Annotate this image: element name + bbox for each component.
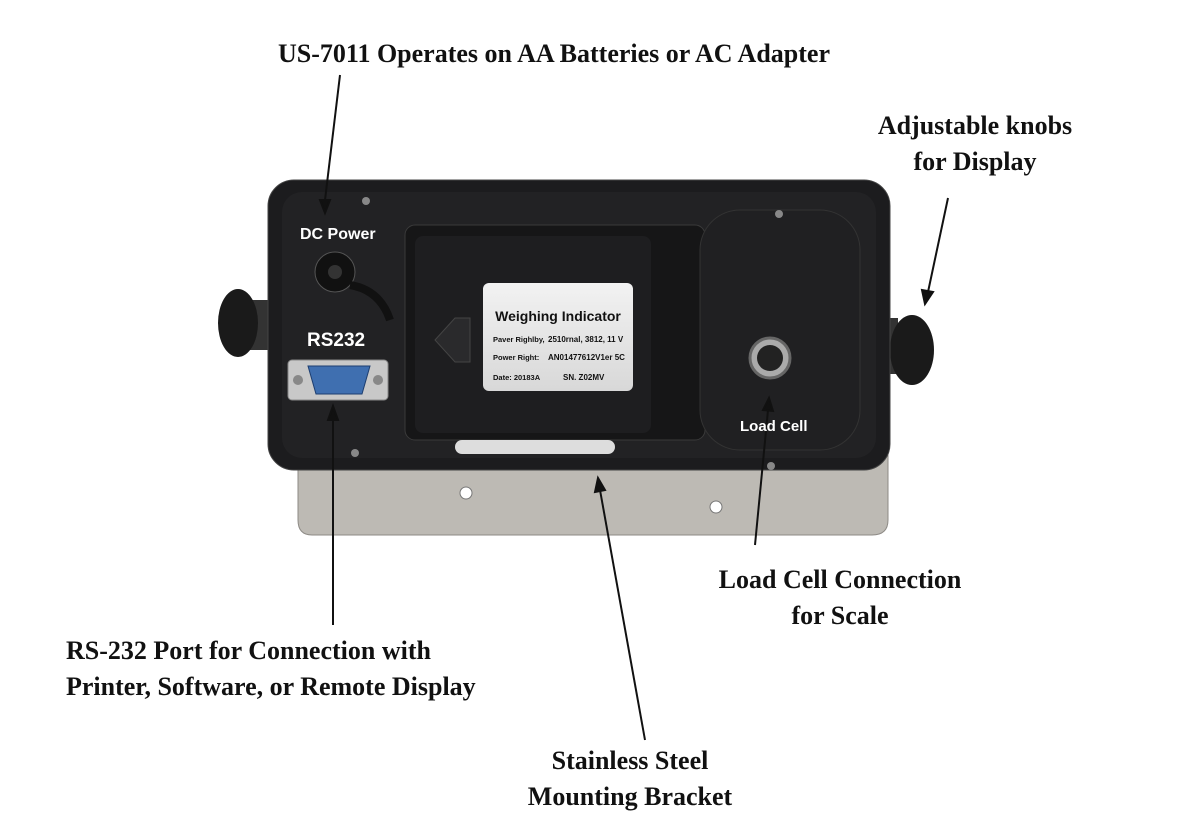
plate-row3-val: SN. Z02MV (563, 373, 605, 382)
rs232-callout-line2: Printer, Software, or Remote Display (66, 672, 476, 701)
knobs-callout-line2: for Display (913, 147, 1037, 176)
left-knob (218, 289, 274, 357)
dc-power-label: DC Power (300, 226, 376, 243)
rs232-callout: RS-232 Port for Connection with Printer,… (66, 633, 476, 705)
bracket-callout-line2: Mounting Bracket (527, 782, 733, 811)
knobs-callout-line1: Adjustable knobs (877, 111, 1073, 140)
bracket-callout-line1: Stainless Steel (551, 746, 709, 775)
rs232-device-label: RS232 (307, 330, 366, 351)
plate-row1-key: Paver Righlby, (493, 335, 545, 344)
plate-row1-val: 2510rnal, 3812, 11 V (548, 335, 624, 344)
power-callout: US-7011 Operates on AA Batteries or AC A… (278, 39, 830, 68)
plate-row2-key: Power Right: (493, 353, 540, 362)
stainless-bracket (297, 454, 889, 536)
loadcell-callout-line2: for Scale (791, 601, 889, 630)
plate-row2-val: AN01477612V1er 5C (548, 353, 625, 362)
knobs-callout: Adjustable knobs for Display (860, 108, 1090, 180)
plate-row3-key: Date: 20183A (493, 373, 541, 382)
loadcell-callout-line1: Load Cell Connection (718, 565, 962, 594)
rs232-port (307, 365, 371, 395)
bracket-callout: Stainless Steel Mounting Bracket (500, 743, 760, 815)
rs232-callout-line1: RS-232 Port for Connection with (66, 636, 431, 665)
load-cell-device-label: Load Cell (740, 418, 808, 435)
plate-title: Weighing Indicator (495, 308, 621, 324)
loadcell-callout: Load Cell Connection for Scale (690, 562, 990, 634)
weighing-indicator-plate: Weighing Indicator Paver Righlby, 2510rn… (483, 283, 633, 391)
